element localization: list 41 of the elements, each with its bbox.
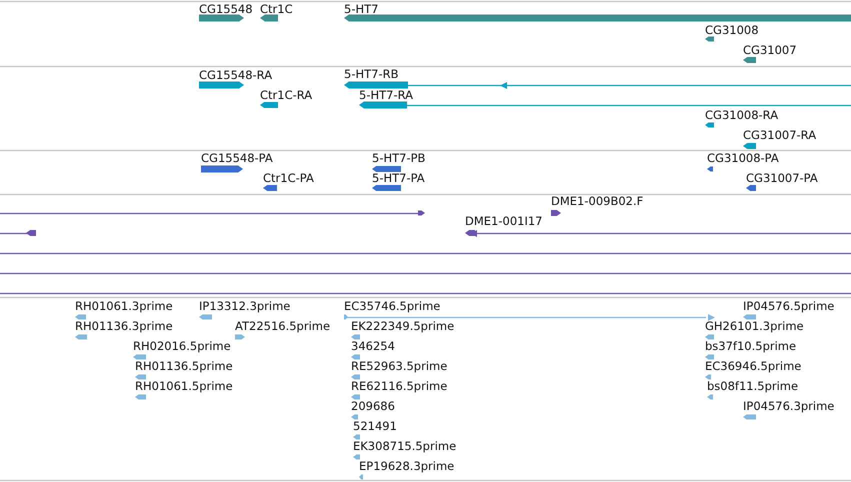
feature-label: EC36946.5prime <box>705 359 802 373</box>
feature-label: RH02016.5prime <box>133 339 231 353</box>
feature-label: EK222349.5prime <box>351 319 454 333</box>
feature-label: IP13312.3prime <box>199 299 290 313</box>
feature-label: 5-HT7-PA <box>372 171 425 185</box>
feature-label: bs37f10.5prime <box>705 339 796 353</box>
feature-label: DME1-001I17 <box>465 214 542 228</box>
feature-label: CG15548-RA <box>199 68 272 82</box>
feature-label: 346254 <box>351 339 395 353</box>
feature-label: 5-HT7 <box>344 2 378 16</box>
feature-label: CG31007-PA <box>746 171 818 185</box>
feature-label: CG31008-RA <box>705 108 778 122</box>
feature-label: Ctr1C-RA <box>260 88 312 102</box>
feature-label: RH01061.3prime <box>75 299 173 313</box>
feature-label: RE62116.5prime <box>351 379 448 393</box>
feature-label: RH01136.5prime <box>135 359 233 373</box>
feature-label: CG31008 <box>705 23 759 37</box>
feature-label: 5-HT7-RB <box>344 67 398 81</box>
feature-label: RE52963.5prime <box>351 359 448 373</box>
feature-label: bs08f11.5prime <box>707 379 798 393</box>
feature-label: AT22516.5prime <box>235 319 330 333</box>
feature-label: 5-HT7-RA <box>359 88 413 102</box>
feature-label: IP04576.5prime <box>743 299 834 313</box>
feature-label: CG31007-RA <box>743 128 816 142</box>
feature-label: EC35746.5prime <box>344 299 440 313</box>
feature-label: RH01061.5prime <box>135 379 233 393</box>
feature-label: 209686 <box>351 399 395 413</box>
feature-label: Ctr1C <box>260 2 293 16</box>
feature-label: CG15548 <box>199 2 253 16</box>
feature-label: 5-HT7-PB <box>372 151 426 165</box>
feature-label: IP04576.3prime <box>743 399 834 413</box>
feature-label: Ctr1C-PA <box>263 171 314 185</box>
feature-label: RH01136.3prime <box>75 319 173 333</box>
feature-label: EK308715.5prime <box>353 439 456 453</box>
feature-label: EP19628.3prime <box>359 459 454 473</box>
feature-label: GH26101.3prime <box>705 319 804 333</box>
feature-label: 521491 <box>353 419 397 433</box>
feature-label: CG31008-PA <box>707 151 779 165</box>
feature-label: CG15548-PA <box>201 151 273 165</box>
feature-label: CG31007 <box>743 43 797 57</box>
feature-label: DME1-009B02.F <box>551 194 644 208</box>
